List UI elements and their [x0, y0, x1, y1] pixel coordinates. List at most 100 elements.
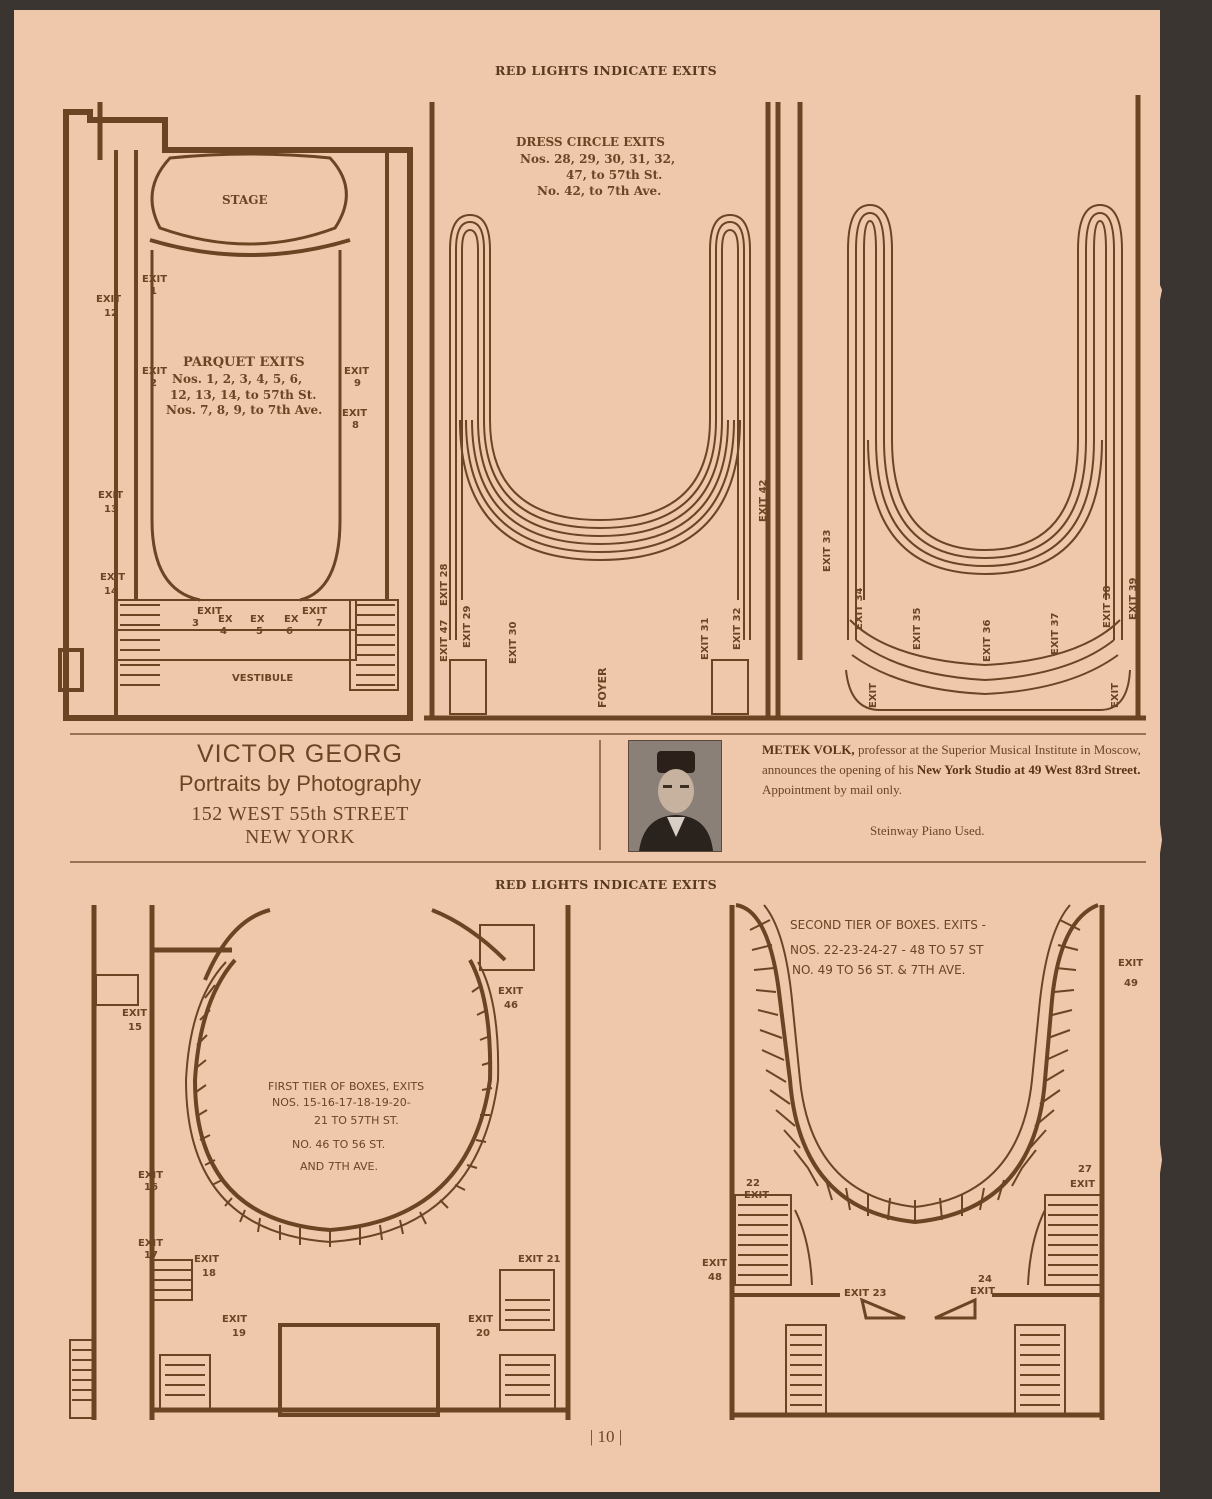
- svg-text:EXIT 39: EXIT 39: [1128, 577, 1139, 620]
- svg-text:EXIT: EXIT: [1118, 958, 1143, 969]
- svg-text:EXIT 38: EXIT 38: [1102, 585, 1113, 628]
- torn-edge: [1146, 200, 1162, 1490]
- dress-circle-walls: [424, 95, 1146, 721]
- svg-text:13: 13: [104, 504, 118, 515]
- svg-text:24: 24: [978, 1274, 992, 1285]
- svg-text:EXIT: EXIT: [970, 1286, 995, 1297]
- svg-text:EXIT: EXIT: [344, 366, 369, 377]
- parquet-stage: [149, 152, 351, 257]
- first-tier-line1: FIRST TIER OF BOXES, EXITS: [268, 1080, 424, 1093]
- svg-text:48: 48: [708, 1272, 722, 1283]
- svg-text:49: 49: [1124, 978, 1138, 989]
- first-tier-walls: [91, 905, 571, 1420]
- svg-text:EX: EX: [218, 614, 233, 625]
- page-number: | 10 |: [589, 1427, 623, 1446]
- svg-text:EXIT: EXIT: [1070, 1179, 1095, 1190]
- svg-text:20: 20: [476, 1328, 490, 1339]
- svg-text:EXIT 35: EXIT 35: [912, 607, 923, 650]
- dress-circle-line1: Nos. 28, 29, 30, 31, 32,: [520, 152, 675, 166]
- first-tier-line2: NOS. 15-16-17-18-19-20-: [272, 1096, 411, 1109]
- svg-text:14: 14: [104, 586, 118, 597]
- svg-text:EXIT: EXIT: [122, 1008, 147, 1019]
- svg-text:9: 9: [354, 378, 361, 389]
- steinway-note: Steinway Piano Used.: [870, 823, 985, 838]
- svg-text:EXIT 34: EXIT 34: [854, 587, 865, 630]
- svg-text:EXIT: EXIT: [96, 294, 121, 305]
- svg-text:EXIT: EXIT: [142, 366, 167, 377]
- right-tier-exit-markers: EXIT 34 EXIT 35 EXIT 36 EXIT 37 EXIT 38 …: [854, 577, 1139, 708]
- svg-text:EXIT 21: EXIT 21: [518, 1254, 561, 1265]
- svg-text:EXIT: EXIT: [98, 490, 123, 501]
- svg-text:EX: EX: [284, 614, 299, 625]
- second-tier-line3: NO. 49 TO 56 ST. & 7TH AVE.: [792, 963, 966, 977]
- metek-volk-ad: METEK VOLK, professor at the Superior Mu…: [762, 740, 1147, 800]
- parquet-auditorium: [150, 250, 342, 602]
- svg-text:46: 46: [504, 1000, 518, 1011]
- dress-circle-line3: No. 42, to 7th Ave.: [537, 184, 661, 198]
- vestibule-label: VESTIBULE: [232, 673, 293, 684]
- svg-text:1: 1: [150, 286, 157, 297]
- svg-text:15: 15: [128, 1022, 142, 1033]
- svg-text:EXIT 23: EXIT 23: [844, 1288, 887, 1299]
- svg-text:EXIT: EXIT: [302, 606, 327, 617]
- svg-text:EXIT: EXIT: [194, 1254, 219, 1265]
- volk-text1: professor at the Superior Musical Instit…: [762, 742, 1141, 777]
- parquet-exits-line2: 12, 13, 14, to 57th St.: [170, 388, 316, 402]
- svg-text:18: 18: [202, 1268, 216, 1279]
- foyer-label: FOYER: [596, 667, 609, 708]
- svg-text:4: 4: [220, 626, 227, 637]
- svg-text:EXIT: EXIT: [868, 683, 879, 708]
- dress-circle-title: DRESS CIRCLE EXITS: [516, 135, 665, 149]
- svg-text:EXIT 32: EXIT 32: [732, 607, 743, 650]
- first-tier-line5: AND 7TH AVE.: [300, 1160, 378, 1173]
- svg-text:EXIT: EXIT: [197, 606, 222, 617]
- svg-text:17: 17: [144, 1250, 158, 1261]
- second-tier-walls: [729, 905, 1105, 1420]
- georg-tagline: Portraits by Photography: [178, 771, 422, 796]
- svg-text:EXIT 47: EXIT 47: [439, 619, 450, 662]
- volk-studio: New York Studio at 49 West 83rd Street.: [916, 762, 1141, 777]
- svg-text:EXIT 37: EXIT 37: [1050, 612, 1061, 655]
- svg-text:3: 3: [192, 618, 199, 629]
- volk-name: METEK VOLK,: [762, 742, 855, 757]
- svg-text:EXIT: EXIT: [138, 1238, 163, 1249]
- dress-circle-rows: [449, 213, 751, 715]
- svg-text:12: 12: [104, 308, 118, 319]
- first-tier-boxes: [69, 924, 556, 1419]
- svg-text:EXIT 31: EXIT 31: [700, 617, 711, 660]
- svg-text:EXIT: EXIT: [468, 1314, 493, 1325]
- svg-text:EXIT: EXIT: [142, 274, 167, 285]
- svg-text:EXIT: EXIT: [138, 1170, 163, 1181]
- second-tier-box-ticks: [749, 919, 1081, 1222]
- svg-text:6: 6: [286, 626, 293, 637]
- parquet-exits-line1: Nos. 1, 2, 3, 4, 5, 6,: [172, 372, 302, 386]
- stage-label: STAGE: [222, 193, 268, 207]
- svg-text:EXIT 42: EXIT 42: [758, 479, 769, 522]
- georg-city: NEW YORK: [244, 826, 356, 848]
- second-tier-line1: SECOND TIER OF BOXES. EXITS -: [790, 918, 986, 932]
- svg-text:EX: EX: [250, 614, 265, 625]
- svg-text:EXIT 33: EXIT 33: [822, 529, 833, 572]
- svg-text:EXIT 28: EXIT 28: [439, 563, 450, 606]
- svg-text:EXIT: EXIT: [702, 1258, 727, 1269]
- georg-name: VICTOR GEORG: [196, 740, 403, 768]
- svg-text:EXIT: EXIT: [744, 1190, 769, 1201]
- svg-text:EXIT: EXIT: [1110, 683, 1121, 708]
- svg-text:16: 16: [144, 1182, 158, 1193]
- dress-circle-exit-markers: EXIT 28 EXIT 47 EXIT 29 EXIT 30 EXIT 31 …: [439, 479, 833, 664]
- svg-text:8: 8: [352, 420, 359, 431]
- parquet-exits-title: PARQUET EXITS: [183, 355, 305, 370]
- svg-text:22: 22: [746, 1178, 760, 1189]
- svg-text:5: 5: [256, 626, 263, 637]
- svg-text:EXIT 30: EXIT 30: [508, 621, 519, 664]
- second-tier-caption: SECOND TIER OF BOXES. EXITS - NOS. 22-23…: [790, 918, 986, 977]
- svg-text:19: 19: [232, 1328, 246, 1339]
- middle-header: RED LIGHTS INDICATE EXITS: [495, 877, 717, 892]
- volk-portrait: [628, 740, 722, 852]
- first-tier-box-ticks: [195, 984, 493, 1247]
- first-tier-line4: NO. 46 TO 56 ST.: [292, 1138, 385, 1151]
- parquet-vestibule: [58, 599, 399, 692]
- first-tier-caption: FIRST TIER OF BOXES, EXITS NOS. 15-16-17…: [268, 1080, 424, 1173]
